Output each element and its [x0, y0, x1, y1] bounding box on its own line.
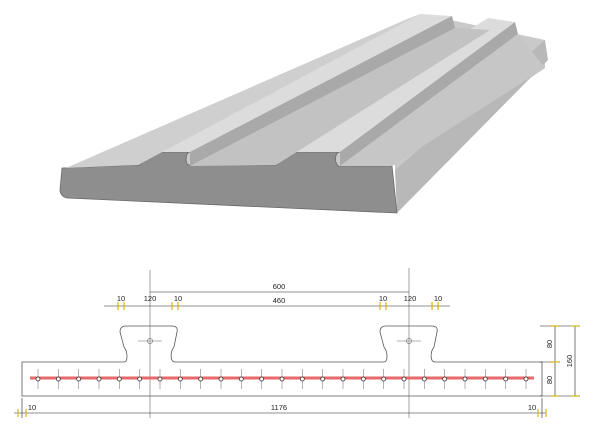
- rebar-dot: [503, 376, 509, 382]
- dim-label-left-rib: 120: [144, 294, 157, 303]
- dim-label-right-upper: 80: [545, 340, 554, 348]
- rebar-dot: [421, 376, 427, 382]
- rebar-dot: [259, 376, 265, 382]
- left-rib-center-mark: [147, 338, 153, 344]
- rebar-dot: [360, 376, 366, 382]
- dim-label-right-rib: 120: [404, 294, 417, 303]
- dimension-labels: 600 460 10 120 10 10 120 10 1176 10 10 8…: [28, 282, 574, 412]
- rebar-dot: [523, 376, 529, 382]
- cross-section-drawing: [21, 325, 543, 397]
- rebar-dot: [96, 376, 102, 382]
- rebar-dot: [238, 376, 244, 382]
- dim-label-bottom-left: 10: [28, 403, 36, 412]
- rebar-dot: [116, 376, 122, 382]
- dimensions: [14, 291, 580, 418]
- rebar-layer: [30, 369, 534, 389]
- slab-right-strip: [340, 34, 545, 166]
- dim-label-right-gap-2: 10: [434, 294, 442, 303]
- rebar-dots: [35, 369, 529, 389]
- rebar-dot: [381, 376, 387, 382]
- slab-left-strip: [66, 14, 420, 168]
- rebar-dot: [76, 376, 82, 382]
- right-rib-side: [340, 22, 518, 166]
- dim-label-right-lower: 80: [545, 376, 554, 384]
- dim-label-left-gap-2: 10: [174, 294, 182, 303]
- left-rib-side: [190, 16, 455, 166]
- centerlines: [138, 268, 421, 418]
- rebar-dot: [299, 376, 305, 382]
- rebar-dot: [482, 376, 488, 382]
- dimension-ticks: [17, 302, 579, 417]
- dim-label-bottom-right: 10: [528, 403, 536, 412]
- rebar-dot: [340, 376, 346, 382]
- dim-label-right-total: 160: [565, 355, 574, 368]
- rebar-dot: [279, 376, 285, 382]
- rebar-dot: [35, 376, 41, 382]
- rebar-dot: [55, 376, 61, 382]
- rebar-dot: [198, 376, 204, 382]
- rebar-dot: [177, 376, 183, 382]
- rebar-dot: [157, 376, 163, 382]
- dim-label-460: 460: [273, 296, 286, 305]
- rebar-dot: [462, 376, 468, 382]
- dim-label-right-gap: 10: [379, 294, 387, 303]
- dim-label-left-gap: 10: [117, 294, 125, 303]
- rebar-dot: [442, 376, 448, 382]
- right-rib-center-mark: [406, 338, 412, 344]
- rebar-dot: [320, 376, 326, 382]
- rebar-dot: [401, 376, 407, 382]
- slab-groove: [190, 28, 490, 166]
- section-outline: [21, 325, 543, 397]
- dim-label-600: 600: [273, 282, 286, 291]
- rebar-dot: [218, 376, 224, 382]
- slab-3d-view: [59, 14, 548, 214]
- rebar-dot: [137, 376, 143, 382]
- dim-label-1176: 1176: [271, 403, 287, 412]
